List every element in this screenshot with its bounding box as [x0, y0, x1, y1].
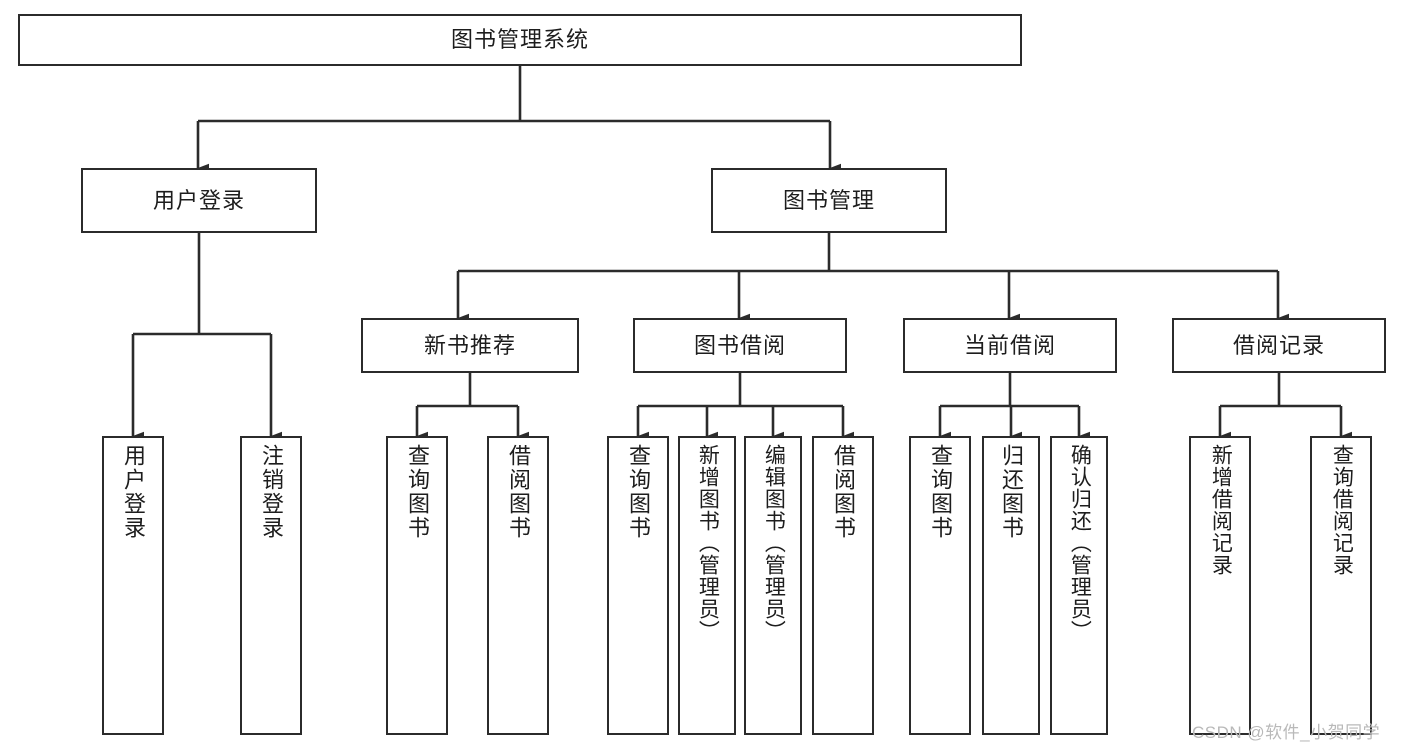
node-leaf-borrow-book-2[interactable]: 借阅图书: [812, 436, 874, 735]
node-leaf-query-book-2[interactable]: 查询图书: [607, 436, 669, 735]
node-label: 用户登录: [152, 187, 245, 213]
node-label: 新增图书（管理员）: [696, 444, 720, 642]
node-label: 图书管理: [782, 187, 875, 213]
node-leaf-query-book-3[interactable]: 查询图书: [909, 436, 971, 735]
node-borrow-record[interactable]: 借阅记录: [1172, 318, 1386, 373]
node-label: 借阅记录: [1232, 332, 1325, 358]
node-leaf-edit-book[interactable]: 编辑图书（管理员）: [744, 436, 802, 735]
node-leaf-add-book[interactable]: 新增图书（管理员）: [678, 436, 736, 735]
node-label: 确认归还（管理员）: [1068, 444, 1092, 642]
node-label: 借阅图书: [505, 444, 531, 540]
node-leaf-return-book[interactable]: 归还图书: [982, 436, 1040, 735]
node-label: 新书推荐: [423, 332, 516, 358]
node-label: 注销登录: [258, 444, 284, 540]
node-root-system[interactable]: 图书管理系统: [18, 14, 1022, 66]
node-label: 新增借阅记录: [1209, 444, 1233, 576]
node-label: 用户登录: [120, 444, 146, 540]
node-leaf-add-record[interactable]: 新增借阅记录: [1189, 436, 1251, 735]
node-current-borrow[interactable]: 当前借阅: [903, 318, 1117, 373]
node-leaf-query-record[interactable]: 查询借阅记录: [1310, 436, 1372, 735]
node-label: 当前借阅: [963, 332, 1056, 358]
node-label: 查询图书: [404, 444, 430, 540]
node-leaf-confirm-return[interactable]: 确认归还（管理员）: [1050, 436, 1108, 735]
node-book-management[interactable]: 图书管理: [711, 168, 947, 233]
node-label: 查询图书: [625, 444, 651, 540]
node-leaf-logout[interactable]: 注销登录: [240, 436, 302, 735]
node-label: 图书借阅: [693, 332, 786, 358]
node-label: 查询借阅记录: [1330, 444, 1354, 576]
node-label: 查询图书: [927, 444, 953, 540]
node-leaf-query-book-1[interactable]: 查询图书: [386, 436, 448, 735]
edge-lines: [131, 66, 1352, 441]
node-leaf-user-login[interactable]: 用户登录: [102, 436, 164, 735]
node-leaf-borrow-book-1[interactable]: 借阅图书: [487, 436, 549, 735]
node-label: 图书管理系统: [450, 27, 589, 52]
node-label: 借阅图书: [830, 444, 856, 540]
node-book-borrow[interactable]: 图书借阅: [633, 318, 847, 373]
node-user-login[interactable]: 用户登录: [81, 168, 317, 233]
node-label: 编辑图书（管理员）: [762, 444, 786, 642]
node-label: 归还图书: [998, 444, 1024, 540]
node-new-book-recommend[interactable]: 新书推荐: [361, 318, 579, 373]
